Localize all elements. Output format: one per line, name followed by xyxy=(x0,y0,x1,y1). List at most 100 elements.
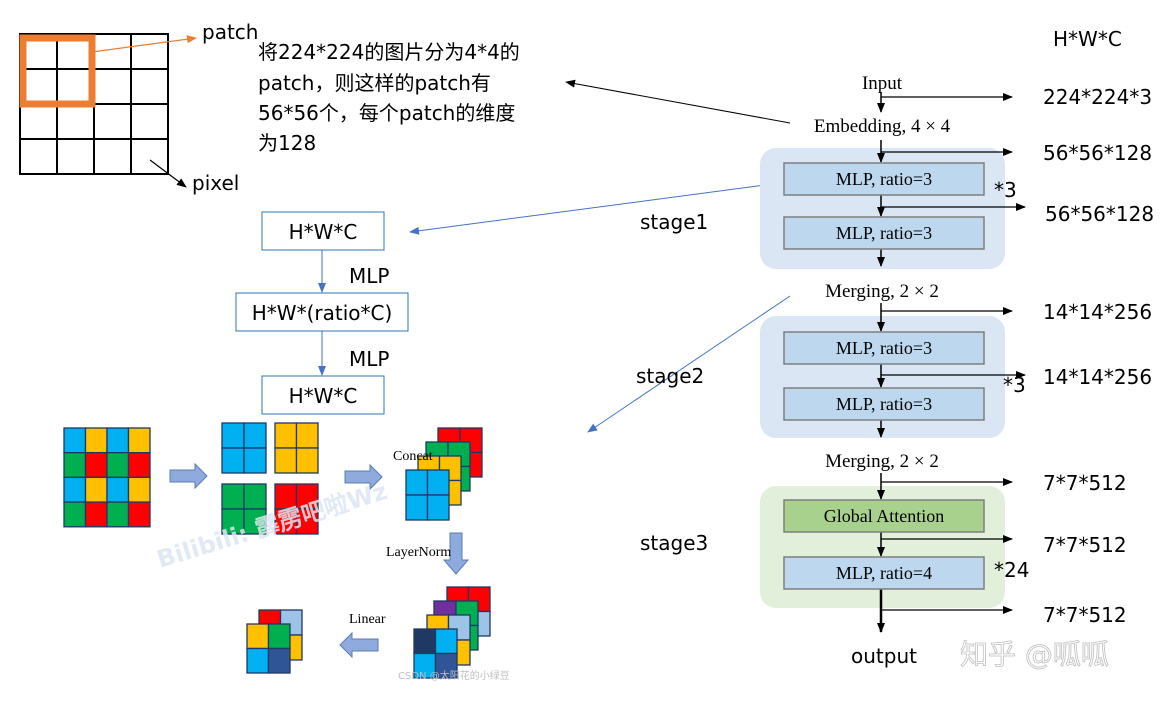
cell xyxy=(434,652,458,679)
pixel-cell xyxy=(130,33,169,70)
cell xyxy=(274,447,298,474)
block-label: Global Attention xyxy=(824,506,945,526)
cell xyxy=(221,483,245,510)
cell xyxy=(434,628,458,655)
stage1-pointer xyxy=(409,182,781,235)
shape-label: 14*14*256 xyxy=(1043,365,1152,389)
pixel-cell xyxy=(93,138,132,175)
pixel-cell xyxy=(19,138,58,175)
mlp-detail-box3: H*W*C xyxy=(289,384,358,408)
concat-layer xyxy=(405,469,450,521)
mlp-detail-box1: H*W*C xyxy=(289,220,358,244)
patch-highlight xyxy=(19,34,96,108)
cell xyxy=(63,427,87,454)
stage3-repeat: *24 xyxy=(994,558,1029,582)
zhihu-watermark: 知乎 @呱呱 xyxy=(960,638,1109,671)
merging2-label: Merging, 2 × 2 xyxy=(825,451,939,472)
cell xyxy=(127,501,151,528)
layernorm-label: LayerNorm xyxy=(386,545,451,560)
block-label: MLP, ratio=3 xyxy=(836,223,932,243)
split-block-blue xyxy=(221,422,267,474)
cell xyxy=(267,623,291,650)
pixel-arrow xyxy=(149,159,187,188)
explanation-line: 56*56个，每个patch的维度 xyxy=(258,101,515,125)
shape-label: 224*224*3 xyxy=(1043,85,1152,109)
shape-header: H*W*C xyxy=(1053,27,1122,51)
explanation-line: 将224*224的图片分为4*4的 xyxy=(258,40,520,64)
pixel-label: pixel xyxy=(192,171,239,195)
patch-arrow xyxy=(91,35,197,53)
cell xyxy=(295,508,319,535)
cell xyxy=(405,469,429,496)
cell xyxy=(106,476,130,503)
pixel-cell xyxy=(56,103,95,140)
shape-label: 7*7*512 xyxy=(1043,533,1127,557)
pixel-cell xyxy=(56,68,95,105)
split-block-red xyxy=(274,483,319,535)
pixel-cell xyxy=(19,103,58,140)
cell xyxy=(405,494,429,521)
shape-label: 56*56*128 xyxy=(1043,141,1152,165)
cell xyxy=(106,452,130,479)
cell xyxy=(106,427,130,454)
block-label: MLP, ratio=3 xyxy=(836,394,932,414)
shape-label: 7*7*512 xyxy=(1043,603,1127,627)
global-attention-block xyxy=(783,499,985,533)
cell xyxy=(243,483,267,510)
patch-grid xyxy=(19,33,169,175)
input-feature-grid xyxy=(63,427,151,528)
mlp-block xyxy=(783,556,985,590)
cell xyxy=(127,427,151,454)
cell xyxy=(426,469,450,496)
merging1-label: Merging, 2 × 2 xyxy=(825,281,939,302)
split-arrow xyxy=(169,462,208,490)
embedding-pointer xyxy=(565,79,791,124)
cell xyxy=(426,494,450,521)
mlp-detail-mlp1: MLP xyxy=(349,264,389,288)
split-block-yellow xyxy=(274,422,319,474)
cell xyxy=(63,452,87,479)
output-label: output xyxy=(851,644,917,668)
linear-label: Linear xyxy=(349,612,386,627)
cell xyxy=(246,623,270,650)
cell xyxy=(243,447,267,474)
concat-label: Concat xyxy=(393,449,433,464)
stage3-label: stage3 xyxy=(640,531,708,555)
cell xyxy=(243,422,267,449)
cell xyxy=(274,422,298,449)
block-label: MLP, ratio=4 xyxy=(836,563,932,583)
bilibili-watermark: Bilibili: 霹雳吧啦Wz xyxy=(154,477,391,574)
stage1-label: stage1 xyxy=(640,210,708,234)
cell xyxy=(84,501,108,528)
explanation-text: 将224*224的图片分为4*4的 patch，则这样的patch有 56*56… xyxy=(258,40,520,155)
cell xyxy=(63,476,87,503)
explanation-line: 为128 xyxy=(258,131,316,155)
cell xyxy=(84,427,108,454)
stage2-pointer xyxy=(587,295,791,433)
stage2-label: stage2 xyxy=(636,364,704,388)
mlp-detail-box2: H*W*(ratio*C) xyxy=(252,301,393,325)
explanation-line: patch，则这样的patch有 xyxy=(258,71,491,95)
cell xyxy=(127,452,151,479)
mlp-detail-mlp2: MLP xyxy=(349,347,389,371)
embedding-label: Embedding, 4 × 4 xyxy=(814,116,951,137)
cell xyxy=(106,501,130,528)
cell xyxy=(63,501,87,528)
cell xyxy=(246,647,270,674)
pixel-cell xyxy=(93,68,132,105)
layernorm-arrow xyxy=(442,532,470,575)
pixel-cell xyxy=(130,68,169,105)
shape-label: 56*56*128 xyxy=(1045,202,1154,226)
cell xyxy=(84,452,108,479)
csdn-watermark: CSDN @太阳花的小绿豆 xyxy=(398,669,510,682)
cell xyxy=(295,447,319,474)
pixel-cell xyxy=(130,103,169,140)
cell xyxy=(127,476,151,503)
cell xyxy=(243,508,267,535)
pixel-cell xyxy=(93,103,132,140)
mlp-block xyxy=(783,331,985,365)
pixel-cell xyxy=(56,138,95,175)
merging-detail xyxy=(63,422,491,679)
cell xyxy=(267,647,291,674)
